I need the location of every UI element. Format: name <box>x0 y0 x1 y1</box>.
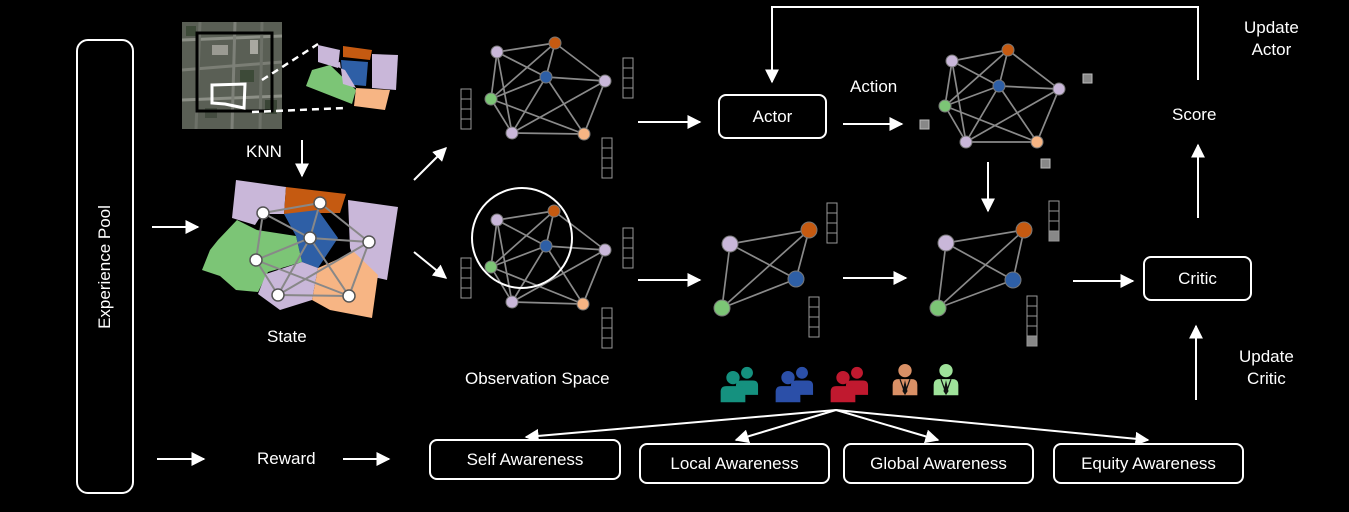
people-group-member-icon <box>720 370 746 403</box>
action-label: Action <box>850 77 898 96</box>
people-group-member-icon <box>830 370 856 403</box>
score-label: Score <box>1172 105 1217 124</box>
experience-pool-box: Experience Pool <box>76 39 134 494</box>
subgraph-updated <box>929 221 1033 317</box>
update-actor-label: Update Actor <box>1244 17 1299 61</box>
zoom-guide-line <box>251 106 346 114</box>
update-actor-line1: Update <box>1244 18 1299 37</box>
flow-arrows <box>152 6 1205 466</box>
update-actor-line2: Actor <box>1251 40 1292 59</box>
observation-circle <box>471 187 573 289</box>
local-awareness-box: Local Awareness <box>639 443 830 484</box>
global-awareness-box: Global Awareness <box>843 443 1034 484</box>
person-icon <box>933 363 959 396</box>
observation-graph-local <box>471 187 612 311</box>
observation-space-label: Observation Space <box>465 369 610 388</box>
self-awareness-box: Self Awareness <box>429 439 621 480</box>
actor-box: Actor <box>718 94 827 139</box>
feature-vector <box>826 202 838 244</box>
feature-vector <box>1026 295 1038 347</box>
reward-label: Reward <box>257 449 316 468</box>
people-group-member-icon <box>775 370 801 403</box>
critic-box: Critic <box>1143 256 1252 301</box>
state-parcel-map <box>202 180 398 318</box>
feature-vector <box>1048 200 1060 242</box>
update-critic-line2: Critic <box>1247 369 1286 388</box>
feature-vector <box>460 257 472 299</box>
feature-vector <box>601 307 613 349</box>
observation-graph-global <box>484 36 612 141</box>
equity-awareness-box: Equity Awareness <box>1053 443 1244 484</box>
knn-label: KNN <box>246 142 282 161</box>
feature-vectors <box>460 57 1060 349</box>
stakeholder-icons <box>720 363 959 403</box>
action-tokens <box>919 73 1093 169</box>
feature-vector <box>622 227 634 269</box>
land-parcel-map-small <box>306 45 398 110</box>
feature-vector <box>808 296 820 338</box>
subgraph-observation <box>713 221 818 317</box>
update-critic-line1: Update <box>1239 347 1294 366</box>
feature-vector <box>622 57 634 99</box>
feature-vector <box>601 137 613 179</box>
feature-vector <box>460 88 472 130</box>
graph-after-action <box>938 43 1066 149</box>
update-critic-label: Update Critic <box>1239 346 1294 390</box>
person-icon <box>892 363 918 396</box>
state-label: State <box>267 327 307 346</box>
